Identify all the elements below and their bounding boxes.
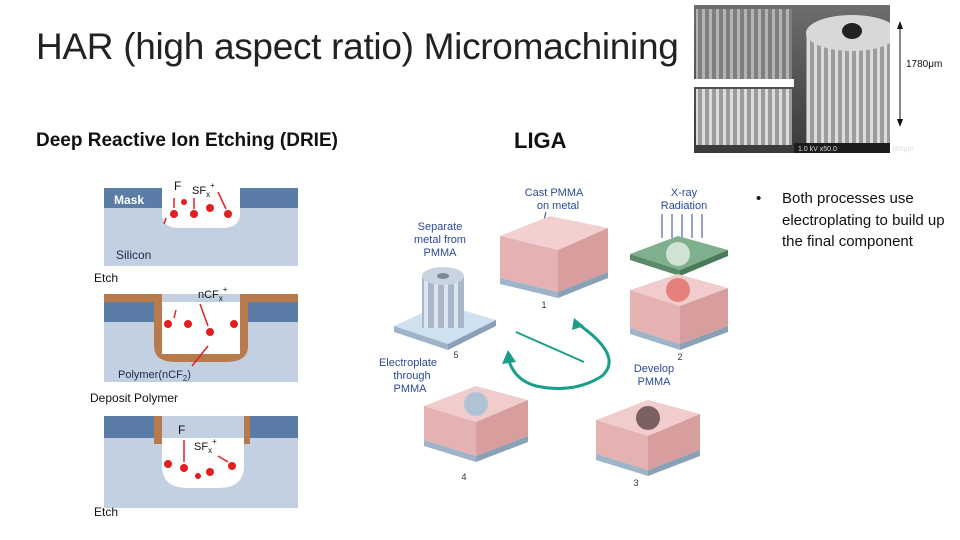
liga-process-diagram: Cast PMMA on metal X-ray Radiation Separ… xyxy=(379,187,728,488)
silicon-label: Silicon xyxy=(116,248,151,262)
liga-step-1-block xyxy=(500,216,608,298)
drie-panel-deposit: nCFx+ Polymer(nCF2) Deposit Polymer xyxy=(90,285,298,405)
f-label: F xyxy=(174,179,181,193)
drie-panel-etch-1: Mask Silicon F SFx+ Etch xyxy=(94,179,298,285)
bullet-text: Both processes use electroplating to bui… xyxy=(782,190,945,250)
polymer-label: Polymer(nCF xyxy=(118,369,183,381)
etch-label-2: Etch xyxy=(94,505,118,519)
ncf-label: nCF xyxy=(198,289,219,301)
svg-text:Polymer(nCF2): Polymer(nCF2) xyxy=(118,369,191,383)
electroplate-label-3: PMMA xyxy=(394,383,428,395)
separate-label-2: metal from xyxy=(414,234,466,246)
drie-panel-etch-2: F SFx+ Etch xyxy=(94,416,298,519)
drie-heading: Deep Reactive Ion Etching (DRIE) xyxy=(36,130,338,151)
xray-label-1: X-ray xyxy=(671,187,698,199)
separate-label-1: Separate xyxy=(418,221,463,233)
sem-micrograph-image: 1780μm 1.0 kV x50.0 600μm xyxy=(694,5,956,153)
sem-footer-right: 600μm xyxy=(892,146,914,153)
liga-step-2-block xyxy=(630,214,728,350)
sf-label: SF xyxy=(192,185,206,197)
xray-label-2: Radiation xyxy=(661,200,707,212)
mask-label: Mask xyxy=(114,193,144,207)
bullet-symbol: • xyxy=(756,190,762,207)
deposit-polymer-label: Deposit Polymer xyxy=(90,391,178,405)
develop-label-1: Develop xyxy=(634,363,674,375)
liga-step-5-gear xyxy=(394,267,496,350)
etch-label: Etch xyxy=(94,271,118,285)
f-label-2: F xyxy=(178,423,185,437)
step-1-number: 1 xyxy=(541,300,546,310)
cast-label-1: Cast PMMA xyxy=(525,187,584,199)
step-5-number: 5 xyxy=(453,350,458,360)
liga-cycle-arrow xyxy=(506,322,611,390)
sf-label-2: SF xyxy=(194,441,208,453)
sem-scale-label: 1780μm xyxy=(906,59,942,70)
electroplate-label-1: Electroplate xyxy=(379,357,437,369)
electroplate-label-2: through xyxy=(393,370,430,382)
develop-label-2: PMMA xyxy=(638,376,672,388)
svg-text:SFx+: SFx+ xyxy=(194,437,217,455)
liga-step-3-block xyxy=(596,400,700,476)
cast-label-2: on metal xyxy=(537,200,579,212)
liga-heading: LIGA xyxy=(514,128,567,153)
svg-text:SFx+: SFx+ xyxy=(192,181,215,199)
bullet-point: • Both processes use electroplating to b… xyxy=(756,188,960,253)
sem-footer-left: 1.0 kV x50.0 xyxy=(798,146,837,153)
svg-text:nCFx+: nCFx+ xyxy=(198,285,228,303)
separate-label-3: PMMA xyxy=(424,247,458,259)
drie-process-diagram: Mask Silicon F SFx+ Etch nCFx+ Polymer(n… xyxy=(90,179,298,519)
step-4-number: 4 xyxy=(461,472,466,482)
step-3-number: 3 xyxy=(633,478,638,488)
slide-title: HAR (high aspect ratio) Micromachining xyxy=(36,26,679,67)
liga-step-4-block xyxy=(424,386,528,462)
step-2-number: 2 xyxy=(677,352,682,362)
